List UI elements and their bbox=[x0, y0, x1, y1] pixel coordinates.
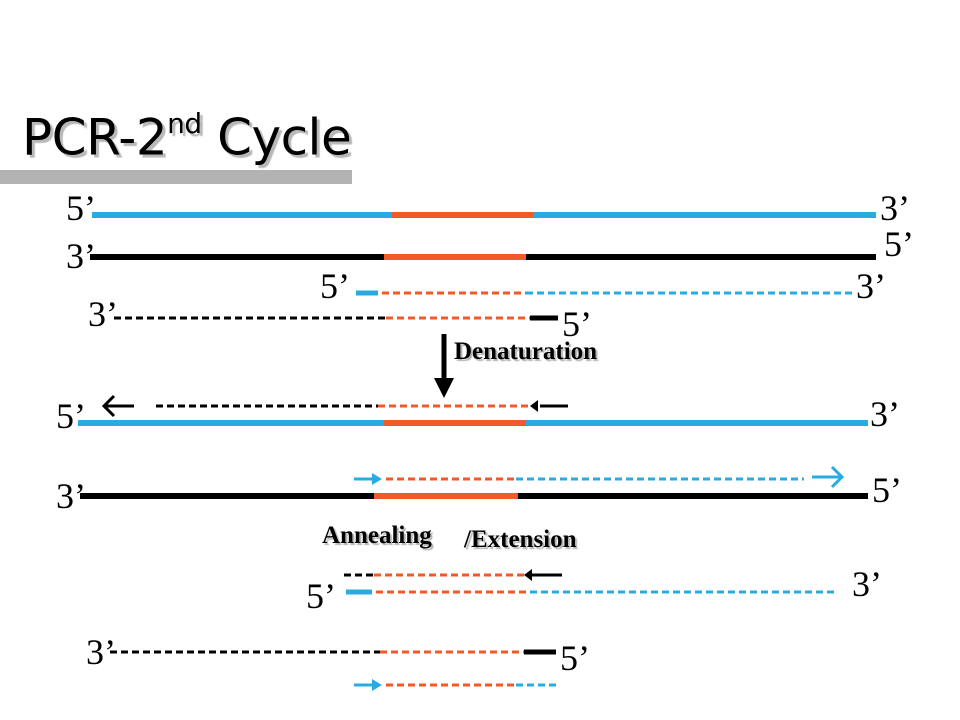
page-title: PCR-2nd Cycle bbox=[22, 98, 352, 168]
label-5prime: 5’ bbox=[66, 188, 96, 228]
denaturation-label: Denaturation bbox=[454, 338, 598, 365]
label-3prime: 3’ bbox=[66, 236, 96, 276]
strand-extending-left bbox=[156, 400, 568, 412]
annealing-label: Annealing bbox=[322, 522, 432, 549]
label-3prime: 3’ bbox=[56, 476, 86, 516]
label-5prime: 5’ bbox=[320, 266, 350, 306]
strand-short-extension bbox=[344, 569, 562, 581]
label-3prime: 3’ bbox=[852, 564, 882, 604]
title-underline-bar bbox=[0, 170, 352, 184]
label-3prime: 3’ bbox=[856, 266, 886, 306]
label-3prime: 3’ bbox=[86, 632, 116, 672]
label-5prime: 5’ bbox=[872, 470, 902, 510]
denaturation-arrow bbox=[434, 334, 454, 398]
label-3prime: 3’ bbox=[870, 394, 900, 434]
label-5prime: 5’ bbox=[560, 638, 590, 678]
strand-extending-right bbox=[354, 473, 804, 485]
right-arrow-icon bbox=[812, 465, 845, 489]
label-5prime: 5’ bbox=[56, 396, 86, 436]
label-5prime: 5’ bbox=[306, 576, 336, 616]
label-3prime: 3’ bbox=[88, 294, 118, 334]
extension-label: /Extension bbox=[464, 526, 577, 553]
label-5prime: 5’ bbox=[562, 304, 592, 344]
title-main: PCR-2 bbox=[22, 108, 168, 167]
label-5prime: 5’ bbox=[884, 224, 914, 264]
title-superscript: nd bbox=[167, 107, 202, 140]
label-3prime: 3’ bbox=[880, 188, 910, 228]
title-tail: Cycle bbox=[201, 108, 352, 167]
left-arrow-icon bbox=[101, 394, 134, 418]
strand-short-right bbox=[354, 679, 556, 691]
